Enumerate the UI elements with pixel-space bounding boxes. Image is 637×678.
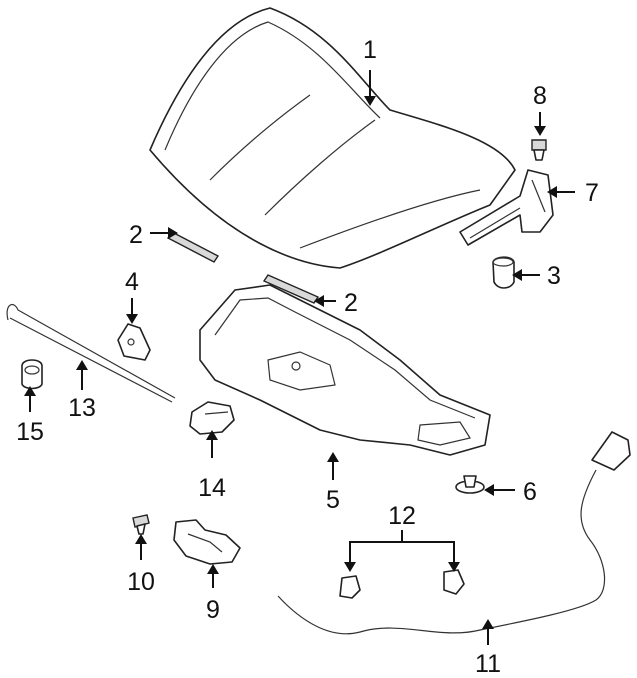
callout-labels: 1 2 2 3 4 5 6 7 8 9 10 11 12 13 14 15 — [16, 36, 599, 678]
callout-12: 12 — [388, 502, 416, 530]
hood-insulator — [199, 284, 491, 456]
callout-8: 8 — [533, 82, 547, 110]
callout-13: 13 — [68, 394, 96, 422]
hood-latch — [173, 519, 241, 565]
callout-15: 15 — [16, 418, 44, 446]
callout-7: 7 — [585, 179, 599, 207]
cable-clip-left — [339, 575, 361, 599]
seal-strip-left — [166, 231, 220, 263]
grommet — [21, 359, 43, 390]
callout-14: 14 — [198, 474, 226, 502]
hood-panel — [149, 7, 516, 269]
seal-strip-right — [262, 274, 320, 304]
cable-clip-right — [443, 569, 465, 595]
callout-5: 5 — [326, 486, 340, 514]
callout-2-right: 2 — [344, 289, 358, 317]
hood-release-cable — [277, 431, 631, 635]
hood-bumper — [492, 256, 515, 289]
hood-hinge — [459, 169, 554, 246]
hood-striker — [117, 323, 151, 361]
leader-lines — [24, 70, 575, 645]
callout-6: 6 — [523, 478, 537, 506]
callout-1: 1 — [363, 36, 377, 64]
callout-11: 11 — [475, 650, 501, 678]
callout-10: 10 — [127, 568, 155, 596]
retainer-clip — [455, 475, 485, 494]
prop-rod — [6, 303, 176, 403]
callout-3: 3 — [547, 262, 561, 290]
callout-2-left: 2 — [129, 221, 143, 249]
callout-9: 9 — [206, 596, 220, 624]
bolt-10 — [132, 514, 150, 535]
callout-4: 4 — [125, 268, 139, 296]
bolt-8 — [531, 139, 547, 161]
prop-rod-holder — [189, 401, 235, 435]
